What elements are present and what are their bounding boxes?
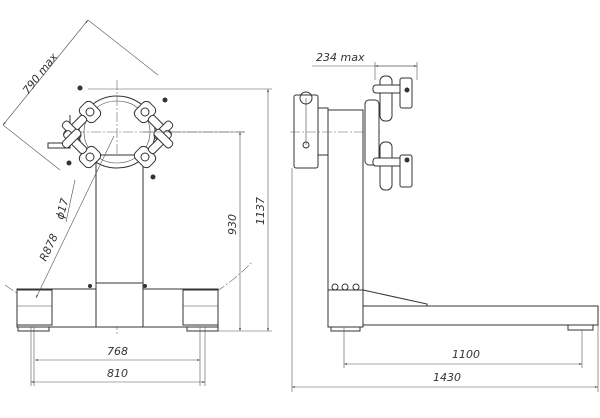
- mounting-plate: [364, 99, 380, 166]
- side-view: 234 max 1100 1430: [290, 51, 599, 392]
- dim-hole-17: ϕ17: [53, 197, 71, 221]
- right-foot-block: [182, 289, 219, 326]
- dim-768: 768: [107, 345, 128, 358]
- dim-930: 930: [226, 214, 239, 235]
- dim-810: 810: [107, 367, 128, 380]
- left-foot-block: [16, 289, 53, 326]
- base-leg: [327, 305, 599, 326]
- dim-1137: 1137: [254, 197, 267, 225]
- side-clamps: [372, 75, 413, 191]
- dim-1430: 1430: [433, 371, 461, 384]
- dim-234-max: 234 max: [316, 51, 365, 64]
- dim-790-max: 790 max: [20, 50, 60, 97]
- dim-r878: R878: [37, 232, 61, 263]
- dim-1100: 1100: [452, 348, 480, 361]
- front-view: 930 1137 790 max ϕ17 R878 768 810: [2, 19, 272, 386]
